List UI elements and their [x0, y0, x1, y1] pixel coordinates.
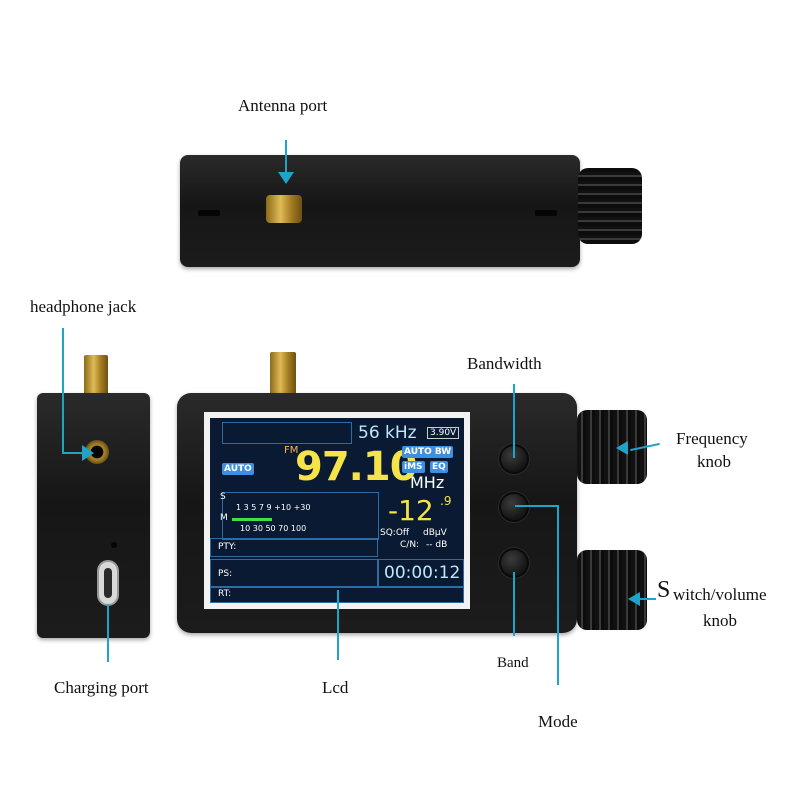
headphone-jack-label: headphone jack: [30, 297, 137, 316]
device-top-slot-right: [535, 210, 557, 216]
band-label: Band: [497, 655, 529, 671]
lcd-timer: 00:00:12: [384, 563, 461, 583]
device-top-view: [180, 155, 580, 267]
lcd-signal-decimal: .9: [440, 494, 452, 508]
switch-volume-leader: [638, 598, 656, 600]
lcd-s-label: S: [220, 492, 226, 502]
lcd-cn-label: C/N:: [400, 540, 420, 550]
mode-label: Mode: [538, 712, 578, 731]
switch-volume-arrow: [628, 592, 640, 606]
lcd-label: Lcd: [322, 678, 349, 697]
lcd-ps-label: PS:: [218, 569, 233, 579]
lcd-cn-value: -- dB: [426, 540, 448, 550]
side-led: [111, 542, 117, 548]
switch-volume-label-2: knob: [703, 611, 737, 630]
bandwidth-leader: [513, 384, 515, 458]
bandwidth-label: Bandwidth: [467, 354, 542, 373]
lcd-eq-tag: EQ: [430, 461, 448, 473]
bandwidth-button[interactable]: [499, 444, 529, 474]
side-antenna-connector: [84, 355, 108, 395]
lcd-screen: 56 kHz 3.90V FM AUTO 97.10 AUTO BW iMS E…: [204, 412, 470, 609]
lcd-s-scale: 1 3 5 7 9 +10 +30: [236, 503, 311, 512]
lcd-auto-bw-tag: AUTO BW: [402, 446, 454, 458]
device-top-slot-left: [198, 210, 220, 216]
lcd-m-scale: 10 30 50 70 100: [240, 524, 307, 533]
lcd-leader: [337, 590, 339, 660]
charging-port-leader: [107, 604, 109, 662]
knob-top-view: [578, 168, 642, 244]
lcd-m-label: M: [220, 513, 228, 523]
antenna-port-label: Antenna port: [238, 96, 328, 115]
lcd-auto-tag: AUTO: [222, 463, 254, 475]
lcd-meter-bar: [232, 518, 272, 521]
lcd-ims-tag: iMS: [402, 461, 425, 473]
lcd-pty-label: PTY:: [218, 542, 237, 552]
lcd-battery: 3.90V: [427, 427, 460, 439]
charging-port-label: Charging port: [54, 678, 149, 697]
device-side-view: [37, 393, 150, 638]
switch-volume-label-1: witch/volume: [673, 585, 767, 604]
lcd-bandwidth: 56 kHz: [358, 423, 417, 443]
lcd-signal-level: -12: [388, 494, 434, 527]
headphone-jack-leader-horizontal: [62, 452, 84, 454]
switch-volume-knob[interactable]: [577, 550, 647, 630]
lcd-mode: FM: [284, 445, 299, 456]
frequency-knob-arrow: [616, 441, 628, 455]
front-antenna-connector: [270, 352, 296, 396]
mode-button[interactable]: [499, 492, 529, 522]
lcd-rt-label: RT:: [218, 589, 232, 599]
lcd-frequency: 97.10: [295, 444, 418, 490]
charging-port: [97, 560, 119, 606]
antenna-port-top-connector: [266, 195, 302, 223]
lcd-signal-unit: dBμV: [423, 528, 447, 538]
lcd-squelch: SQ:Off: [380, 528, 410, 538]
mode-leader-horizontal: [515, 505, 559, 507]
headphone-jack-arrow: [82, 445, 94, 461]
switch-volume-initial: S: [657, 577, 671, 603]
headphone-jack-leader-vertical: [62, 328, 64, 454]
antenna-port-leader: [285, 140, 287, 174]
band-leader: [513, 572, 515, 636]
mode-leader-vertical: [557, 505, 559, 685]
lcd-frequency-unit: MHz: [410, 473, 445, 492]
frequency-knob-label-1: Frequency: [676, 429, 748, 448]
frequency-knob-label-2: knob: [697, 452, 731, 471]
antenna-port-arrow: [278, 172, 294, 184]
